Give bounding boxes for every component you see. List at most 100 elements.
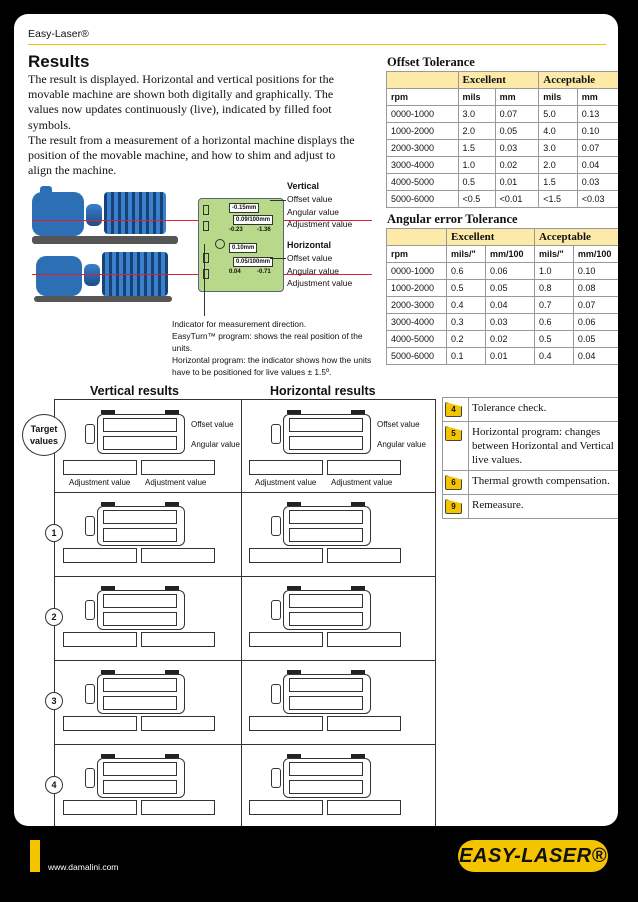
table-cell: 3.0 xyxy=(457,105,496,123)
leader-line xyxy=(270,258,286,259)
adjustment-value-field xyxy=(141,800,215,815)
table-cell: 0.5 xyxy=(533,330,574,348)
note-line: Horizontal program: the indicator shows … xyxy=(172,355,372,377)
machine-foot xyxy=(165,410,179,414)
coupling-shaft xyxy=(271,768,281,788)
column-header: mm/100 xyxy=(572,245,618,263)
offset-value-field xyxy=(289,594,363,608)
legend-angular: Angular value xyxy=(287,206,339,217)
legend-angular: Angular value xyxy=(287,265,339,276)
angular-value-label: Angular value xyxy=(377,440,426,449)
offset-value-field xyxy=(103,510,177,524)
group-acceptable: Acceptable xyxy=(533,228,618,246)
table-cell: 0.07 xyxy=(494,105,540,123)
column-header: mils/" xyxy=(446,245,486,263)
adjustment-value-field xyxy=(249,632,323,647)
grid-row-divider xyxy=(55,492,435,493)
table-cell: 0.07 xyxy=(576,139,618,157)
machine-foot xyxy=(165,754,179,758)
adjustment-value-field xyxy=(141,632,215,647)
table-cell: 0.10 xyxy=(576,122,618,140)
coupling-shaft xyxy=(85,600,95,620)
display-vertical-angular: 0.09/100mm xyxy=(233,215,274,225)
grid-row-divider xyxy=(55,576,435,577)
table-cell: 0.08 xyxy=(572,279,618,297)
intro-paragraph: The result is displayed. Horizontal and … xyxy=(28,72,334,132)
table-cell: 4.0 xyxy=(538,122,578,140)
table-cell: 0.5 xyxy=(457,173,496,191)
table-cell: 3000-4000 xyxy=(386,313,447,331)
adjustment-value-label: Adjustment value xyxy=(255,478,317,487)
easy-laser-logo: EASY-LASER® xyxy=(458,840,608,872)
column-header: mils/" xyxy=(533,245,574,263)
offset-value-field xyxy=(103,678,177,692)
table-cell: 0000-1000 xyxy=(386,105,459,123)
step-text: Remeasure. xyxy=(468,494,618,519)
footer-url[interactable]: www.damalini.com xyxy=(48,862,119,872)
table-cell: 2000-3000 xyxy=(386,139,459,157)
adjustment-value-field xyxy=(327,548,401,563)
toggle-key-icon[interactable]: 5 xyxy=(445,426,462,441)
step-text: Thermal growth compensation. xyxy=(468,470,618,495)
table-cell: 0.6 xyxy=(533,313,574,331)
leader-line xyxy=(270,200,286,201)
column-header: mm xyxy=(576,88,618,106)
column-header: mils xyxy=(538,88,578,106)
table-cell: 0.4 xyxy=(533,347,574,365)
angular-value-field xyxy=(289,436,363,450)
angular-value-field xyxy=(289,696,363,710)
table-cell: 0.03 xyxy=(484,313,535,331)
machine-foot xyxy=(351,754,365,758)
angular-value-field xyxy=(103,436,177,450)
adjustment-value-label: Adjustment value xyxy=(331,478,393,487)
coupling-shaft xyxy=(85,684,95,704)
table-cell: 0.1 xyxy=(446,347,486,365)
machine-photo-vertical xyxy=(32,186,182,250)
display-horizontal-adj-left: 0.04 xyxy=(229,269,241,275)
adjustment-value-field xyxy=(63,632,137,647)
table-cell: 0.06 xyxy=(484,262,535,280)
table-row: 5000-6000<0.5<0.01<1.5<0.03 xyxy=(386,190,618,208)
row-number-label: 1 xyxy=(45,524,63,542)
horizontal-results-heading: Horizontal results xyxy=(270,384,376,398)
table-cell: <1.5 xyxy=(538,190,578,208)
footer-accent-bar xyxy=(30,840,40,872)
row-number-label: 4 xyxy=(45,776,63,794)
table-cell: 0.8 xyxy=(533,279,574,297)
page-title: Results xyxy=(28,52,90,71)
machine-foot xyxy=(287,754,301,758)
offset-value-label: Offset value xyxy=(191,420,234,429)
adjustment-value-field xyxy=(327,800,401,815)
offset-value-field xyxy=(289,418,363,432)
adjustment-value-label: Adjustment value xyxy=(69,478,131,487)
angular-value-field xyxy=(103,528,177,542)
adjustment-value-field xyxy=(249,460,323,475)
machine-foot xyxy=(351,410,365,414)
tolerance-key-icon[interactable]: 4 xyxy=(445,402,462,417)
group-excellent: Excellent xyxy=(457,71,540,89)
machine-foot xyxy=(101,586,115,590)
table-cell: 1.0 xyxy=(533,262,574,280)
table-cell: 0.03 xyxy=(576,173,618,191)
table-cell: 2.0 xyxy=(457,122,496,140)
machine-photo-horizontal xyxy=(32,250,182,306)
table-cell: 5000-6000 xyxy=(386,190,459,208)
legend-offset: Offset value xyxy=(287,193,333,204)
machine-foot xyxy=(101,754,115,758)
thermal-key-icon[interactable]: 6 xyxy=(445,475,462,490)
adjustment-value-field xyxy=(141,548,215,563)
angular-value-field xyxy=(289,528,363,542)
remeasure-key-icon[interactable]: 9 xyxy=(445,499,462,514)
intro-text: The result is displayed. Horizontal and … xyxy=(28,72,358,178)
adjustment-value-field xyxy=(249,548,323,563)
grid-divider xyxy=(241,400,242,826)
machine-foot xyxy=(287,670,301,674)
display-vertical-adj-left: -0.23 xyxy=(229,227,243,233)
machine-foot xyxy=(287,586,301,590)
angular-tolerance-title: Angular error Tolerance xyxy=(387,212,518,226)
coupling-shaft xyxy=(271,600,281,620)
